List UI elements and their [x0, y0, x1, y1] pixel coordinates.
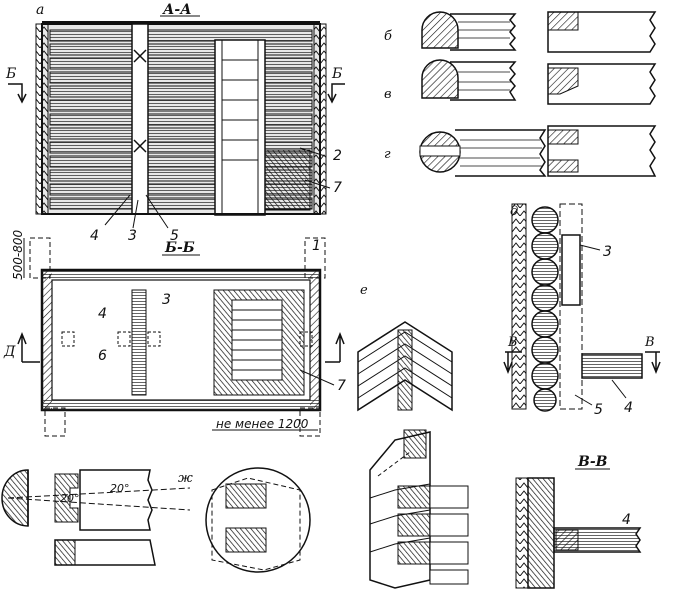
panel-vv-section — [515, 477, 642, 589]
callout-4-vv: 4 — [622, 512, 631, 528]
left-soil — [35, 23, 49, 215]
dim-height-range: 500-800 — [11, 229, 25, 280]
angle-b: 20° — [110, 482, 130, 495]
panel-d-log-section — [511, 203, 643, 412]
label-d: д — [510, 204, 518, 219]
mark-v-left: В — [507, 335, 518, 350]
callout-7-top: 7 — [333, 180, 342, 196]
dim-min-length: не менее 1200 — [216, 417, 309, 431]
joint-details — [419, 11, 657, 177]
callout-5-top: 5 — [170, 228, 179, 244]
label-g: г — [384, 147, 391, 162]
callout-6: 6 — [98, 348, 107, 364]
mark-d-left: Д — [3, 344, 16, 360]
callout-3-d: 3 — [603, 244, 612, 260]
angle-a: 20° — [60, 492, 80, 505]
callout-3-top: 3 — [128, 228, 137, 244]
label-a: а — [36, 2, 44, 18]
callout-2: 2 — [333, 148, 342, 164]
callout-1: 1 — [312, 238, 321, 254]
label-b: б — [384, 29, 392, 44]
label-zh: ж — [178, 471, 193, 486]
callout-3-plan: 3 — [162, 292, 171, 308]
mark-b-left: Б — [5, 66, 16, 82]
callout-4-d: 4 — [624, 400, 633, 416]
mark-v-right: В — [644, 335, 655, 350]
callout-5-d: 5 — [594, 402, 603, 418]
label-e: е — [360, 283, 368, 298]
right-soil — [313, 23, 327, 215]
post — [131, 23, 149, 215]
mark-b-right: Б — [331, 66, 342, 82]
callout-4-top: 4 — [90, 228, 99, 244]
callout-4-plan: 4 — [98, 306, 107, 322]
panel-a-wall-section — [35, 21, 327, 216]
panel-e-corner-joint — [357, 321, 453, 412]
panel-zh-cut-detail — [1, 467, 311, 573]
brace-7 — [264, 149, 311, 211]
title-aa: А-А — [162, 2, 192, 18]
title-bb: Б-Б — [164, 240, 195, 256]
panel-bb-plan — [29, 237, 326, 437]
log-rows — [49, 29, 313, 210]
callout-7-plan: 7 — [337, 378, 346, 394]
title-vv: В-В — [577, 454, 608, 470]
label-v: в — [384, 87, 392, 102]
stacked-log-joint — [369, 429, 469, 589]
